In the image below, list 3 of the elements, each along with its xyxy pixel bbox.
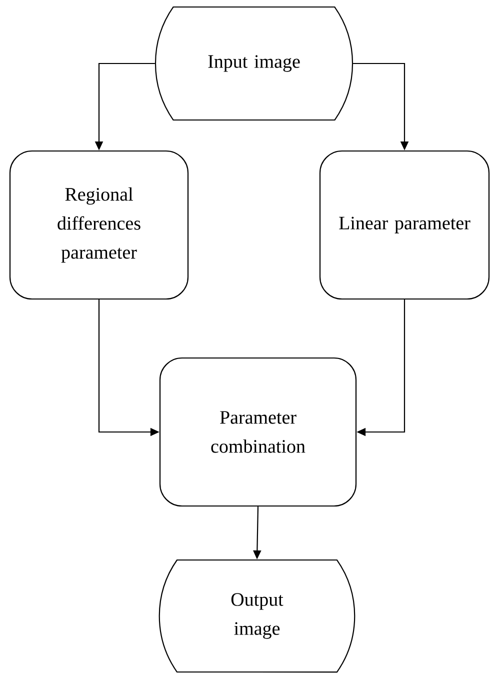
- process-box: Linear parameter: [319, 150, 490, 300]
- process-box: Regional differences parameter: [9, 150, 189, 300]
- process-box: Parameter combination: [159, 357, 357, 507]
